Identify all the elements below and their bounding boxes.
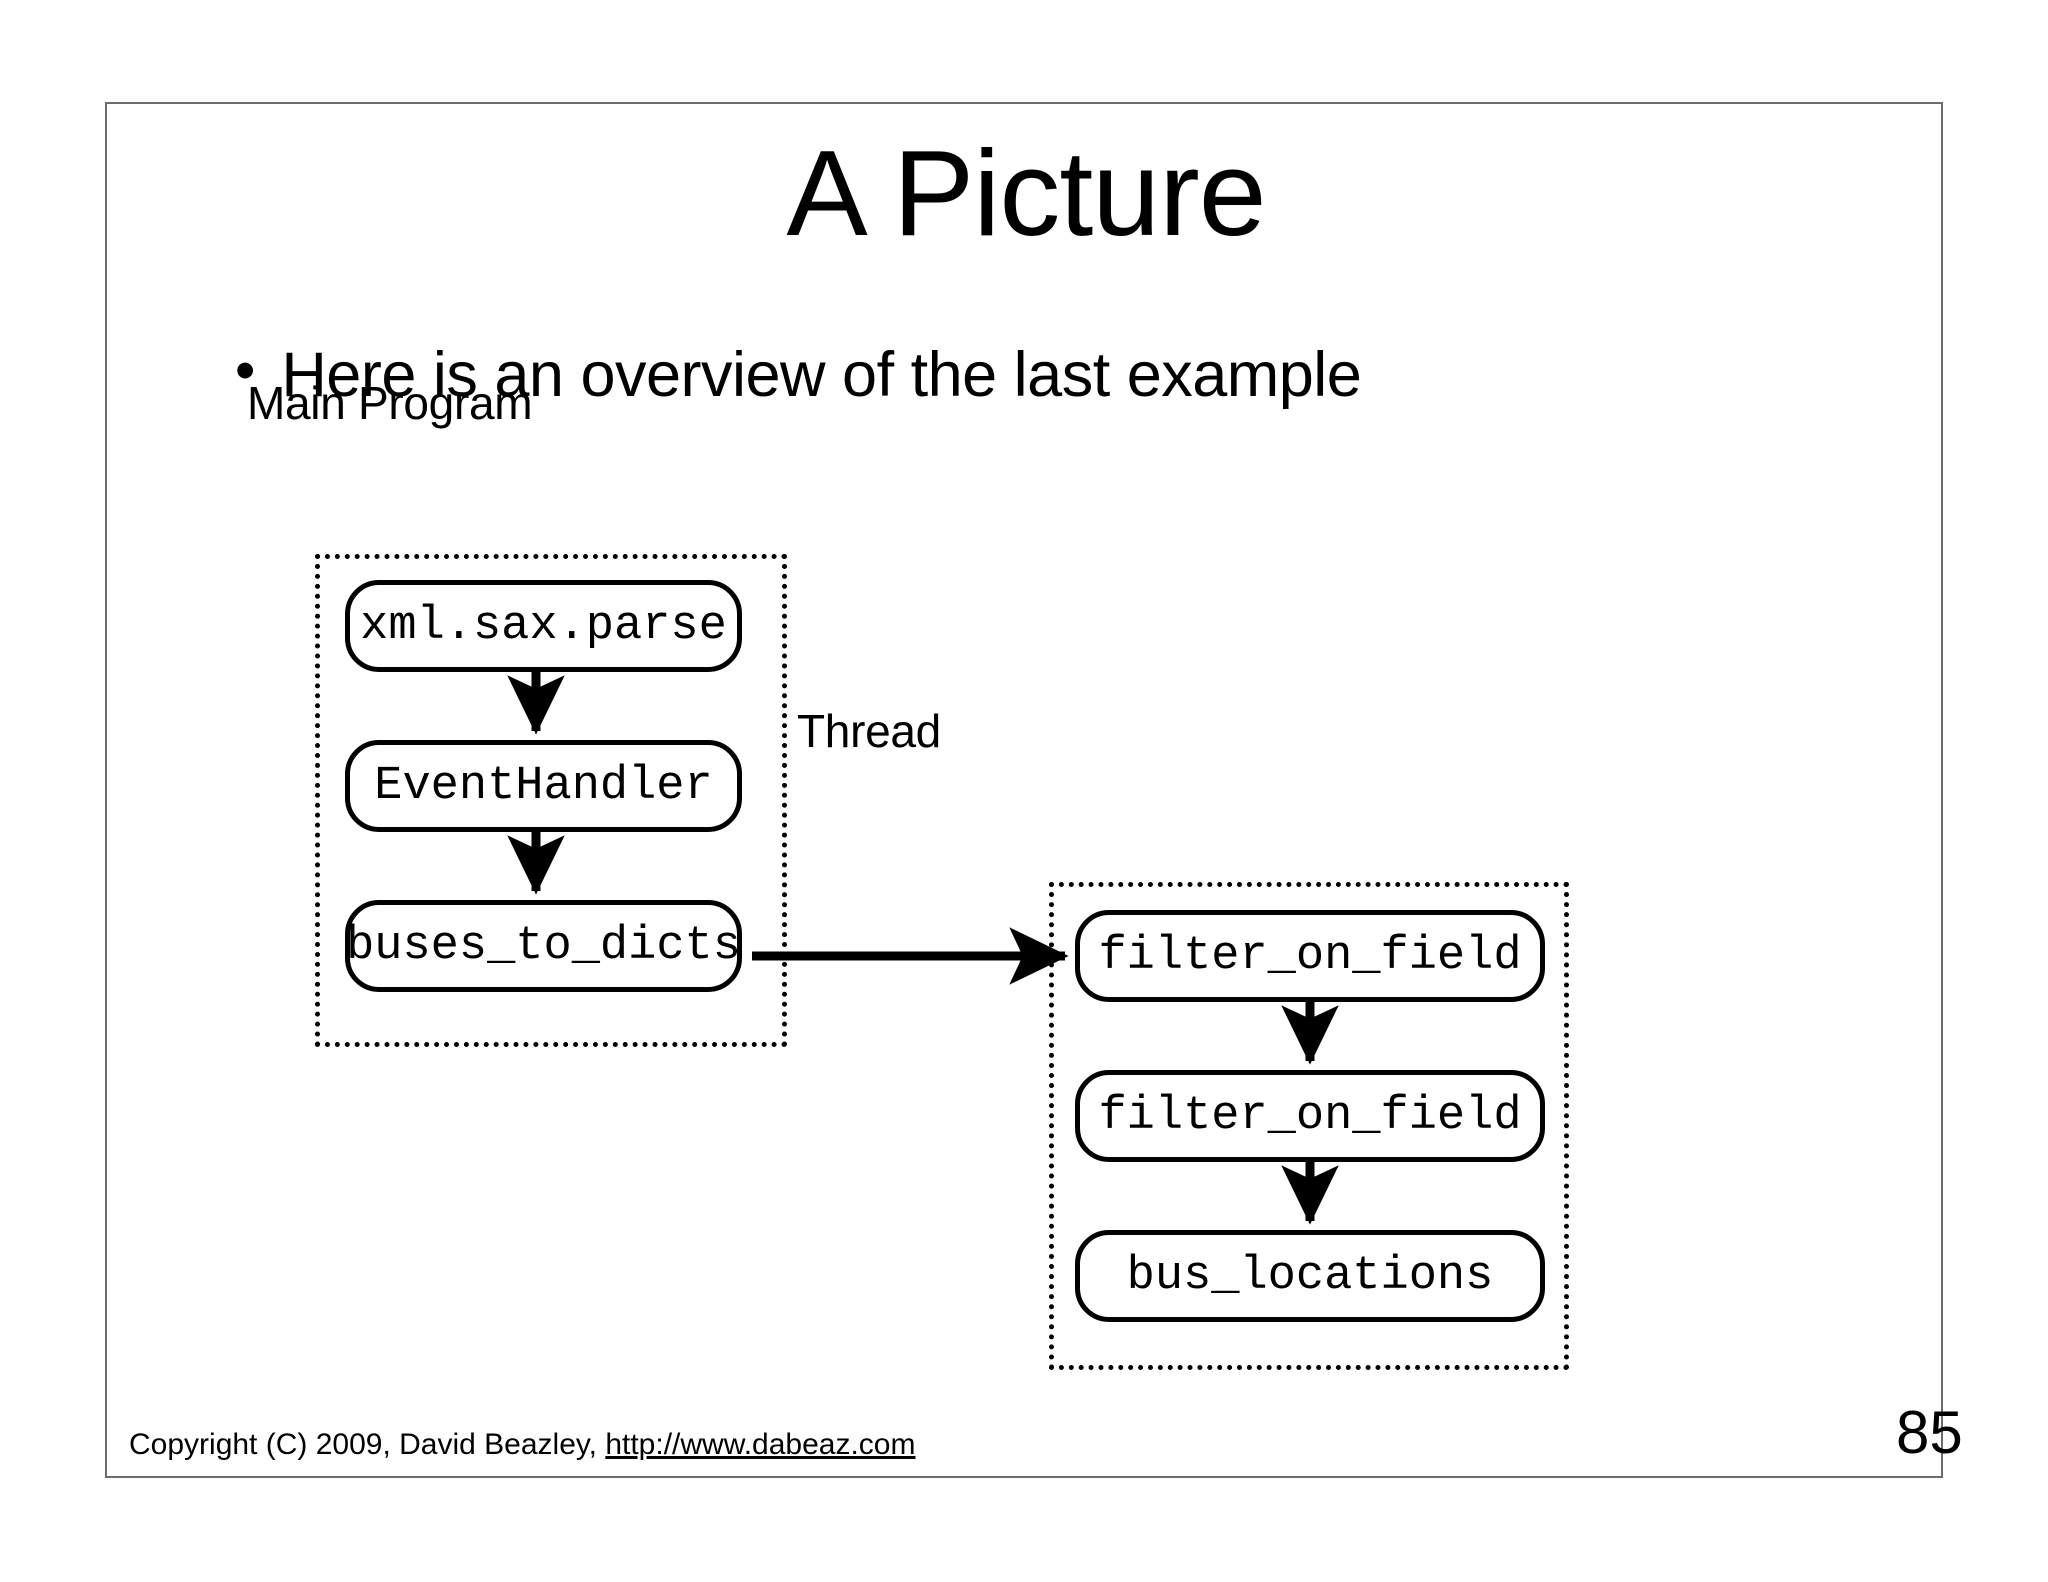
group-box-main-program <box>315 554 787 1047</box>
footer-copyright: Copyright (C) 2009, David Beazley, http:… <box>129 1428 915 1462</box>
node-bus-locations[interactable]: bus_locations <box>1075 1230 1545 1322</box>
node-event-handler[interactable]: EventHandler <box>345 740 742 832</box>
footer-website-link[interactable]: http://www.dabeaz.com <box>605 1428 916 1461</box>
group-box-thread <box>1049 882 1569 1370</box>
node-buses-to-dicts[interactable]: buses_to_dicts <box>345 900 742 992</box>
group-label-thread: Thread <box>797 705 941 757</box>
page-title: A Picture <box>786 125 1266 261</box>
footer-copyright-text: Copyright (C) 2009, David Beazley, <box>129 1428 606 1461</box>
bullet-marker-icon: • <box>235 338 256 403</box>
bullet-list-item: • Here is an overview of the last exampl… <box>235 339 1835 411</box>
bullet-text: Here is an overview of the last example <box>281 340 1362 410</box>
node-xml-sax-parse[interactable]: xml.sax.parse <box>345 580 742 672</box>
page-number: 85 <box>1896 1399 1963 1466</box>
node-filter-on-field-1[interactable]: filter_on_field <box>1075 910 1545 1002</box>
flowchart-diagram: Main Program xml.sax.parse EventHandler … <box>107 104 1945 1480</box>
group-label-main-program: Main Program <box>247 377 533 429</box>
slide-canvas: A Picture • Here is an overview of the l… <box>105 102 1943 1478</box>
node-filter-on-field-2[interactable]: filter_on_field <box>1075 1070 1545 1162</box>
